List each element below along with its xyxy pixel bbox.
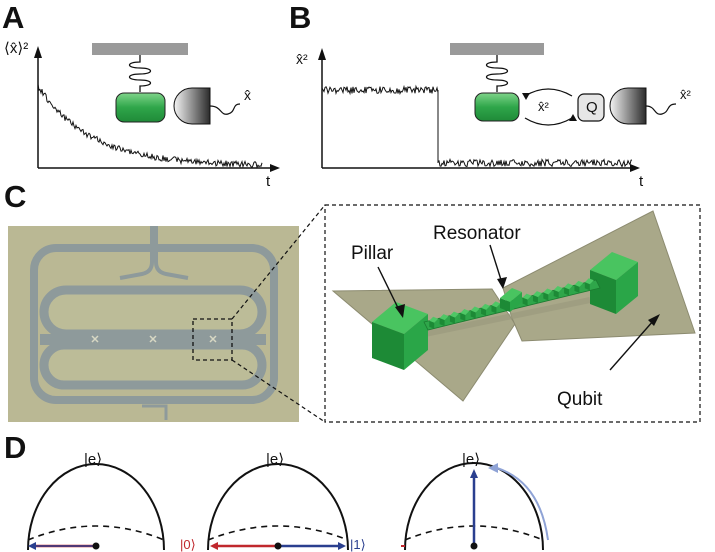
resonator-cell <box>532 291 542 298</box>
panel-a-detector-wire <box>209 103 241 115</box>
resonator-cell <box>543 288 553 295</box>
panel-c-chip-image <box>8 226 299 422</box>
panel-c-zoom-line-bottom <box>231 359 326 423</box>
resonator-cell-side <box>491 305 497 314</box>
resonator-cell <box>491 301 501 308</box>
resonator-cell <box>449 311 459 318</box>
bloch-1-top-label: |e⟩ <box>84 451 103 468</box>
panel-c-pillar-label: Pillar <box>351 243 394 264</box>
panel-a-mass <box>115 92 166 123</box>
panel-letter-a: A <box>2 0 24 35</box>
resonator-cell-side <box>584 282 590 291</box>
panel-a-x-arrow <box>270 164 280 172</box>
panel-b-coupling-arrow-top <box>524 88 573 97</box>
panel-b-y-arrow <box>318 48 326 60</box>
panel-d <box>27 462 549 550</box>
resonator-cell-side <box>429 320 435 329</box>
resonator-cell <box>522 293 532 300</box>
panel-a-y-arrow <box>34 46 42 58</box>
panel-b-detector-wire <box>645 103 677 115</box>
panel-c-zoom-box <box>192 318 233 361</box>
bloch-2-right-label: |1⟩ <box>350 537 366 552</box>
panel-c-resonator-arrow <box>489 244 503 284</box>
panel-a-y-label: ⟨x̂⟩² <box>4 40 29 57</box>
resonator-cell <box>470 306 480 313</box>
panel-letter-b: B <box>289 0 311 35</box>
panel-b-spring-icon <box>485 55 509 92</box>
panel-b-jump-trace <box>321 84 633 169</box>
panel-b-coupling-arrow-bottom <box>524 117 573 126</box>
panel-a-x-label: t <box>266 173 271 190</box>
panel-b-coupling-label: x̂² <box>538 99 549 114</box>
resonator-cell <box>564 283 574 290</box>
resonator-cell-side <box>532 295 538 304</box>
resonator-cell-side <box>543 292 549 301</box>
panel-a-spring-icon <box>128 55 152 92</box>
resonator-cell <box>429 316 439 323</box>
panel-c-pillar-arrow <box>377 266 401 313</box>
bloch-3-top-label: |e⟩ <box>462 451 481 468</box>
panel-c-zoom-panel <box>324 204 701 423</box>
resonator-cell-side <box>439 318 445 327</box>
resonator-cell-side <box>470 310 476 319</box>
panel-c-resonator-label: Resonator <box>433 223 521 244</box>
resonator-cell-side <box>553 289 559 298</box>
panel-c-qubit-arrow <box>609 319 655 371</box>
bloch-sphere-2 <box>207 463 349 550</box>
resonator-cell <box>584 278 594 285</box>
panel-c-qubit-label: Qubit <box>557 389 603 410</box>
panel-a-detector-icon <box>173 87 211 125</box>
bloch-2-left-label: |0⟩ <box>180 537 196 552</box>
panel-b-x-arrow <box>630 164 640 172</box>
resonator-cell-side <box>564 287 570 296</box>
resonator-cell <box>481 303 491 310</box>
panel-b-x-label: t <box>639 173 644 190</box>
panel-a-support-bar <box>92 43 188 55</box>
panel-b-detector-icon <box>609 87 647 125</box>
panel-b-support-bar <box>450 43 544 55</box>
panel-a-decay-trace <box>37 84 263 169</box>
panel-b-qubit-box <box>577 93 605 122</box>
panel-letter-c: C <box>4 179 26 214</box>
resonator-cell-side <box>574 284 580 293</box>
panel-b-mass <box>474 92 520 122</box>
bloch-2-top-label: |e⟩ <box>266 451 285 468</box>
panel-c-zoom-line-top <box>231 204 326 320</box>
bloch-sphere-1 <box>27 463 165 550</box>
resonator-cell <box>460 309 470 316</box>
resonator-cell-side <box>481 307 487 316</box>
bloch-3-rotation-arc <box>496 467 549 541</box>
panel-b <box>318 43 677 172</box>
bloch-sphere-3 <box>401 462 549 550</box>
panel-b-y-label: x̂² <box>296 51 308 67</box>
panel-b-detector-label: x̂² <box>680 87 691 102</box>
panel-a <box>34 43 280 172</box>
panel-b-qubit-label: Q <box>586 99 598 116</box>
resonator-cell-side <box>522 297 528 306</box>
resonator-cell-side <box>460 313 466 322</box>
resonator-cell <box>553 285 563 292</box>
resonator-cell-side <box>449 315 455 324</box>
resonator-cell <box>574 280 584 287</box>
panel-a-detector-label: x̂ <box>244 87 251 103</box>
resonator-cell <box>439 314 449 321</box>
panel-letter-d: D <box>4 430 26 465</box>
